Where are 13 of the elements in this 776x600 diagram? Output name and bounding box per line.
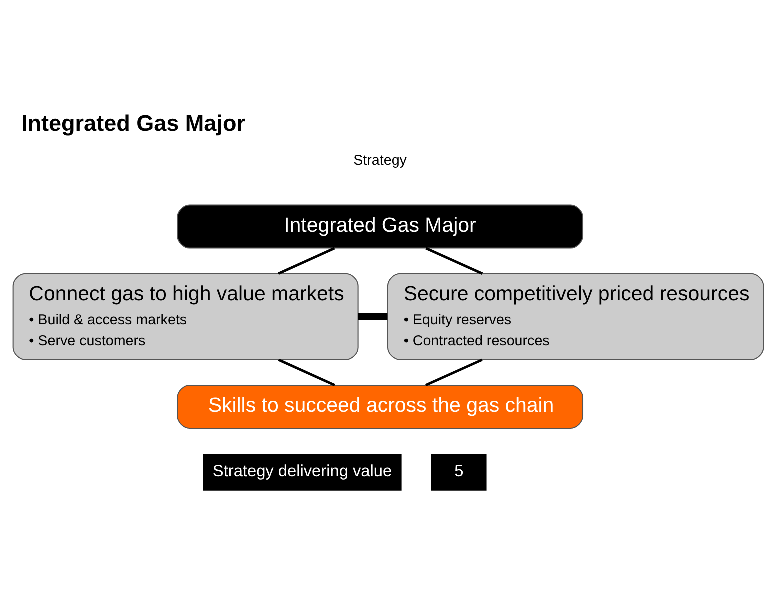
label: Strategy xyxy=(353,152,406,169)
connector xyxy=(278,358,335,386)
diagram-title: Integrated Gas Major xyxy=(21,110,245,136)
label: 5 xyxy=(454,462,464,480)
connector xyxy=(424,358,482,386)
node-box: Integrated Gas Major xyxy=(176,204,584,248)
connector xyxy=(278,246,335,275)
connector xyxy=(358,312,388,320)
label: Strategy delivering value xyxy=(212,462,392,480)
node-box: Connect gas to high value markets • Build & access markets • Serve customers xyxy=(12,272,358,360)
node-box: Skills to succeed across the gas chain xyxy=(176,384,584,428)
connector xyxy=(425,246,483,275)
node-box: Secure competitively priced resources • Equity reserves • Contracted resources xyxy=(386,272,764,360)
